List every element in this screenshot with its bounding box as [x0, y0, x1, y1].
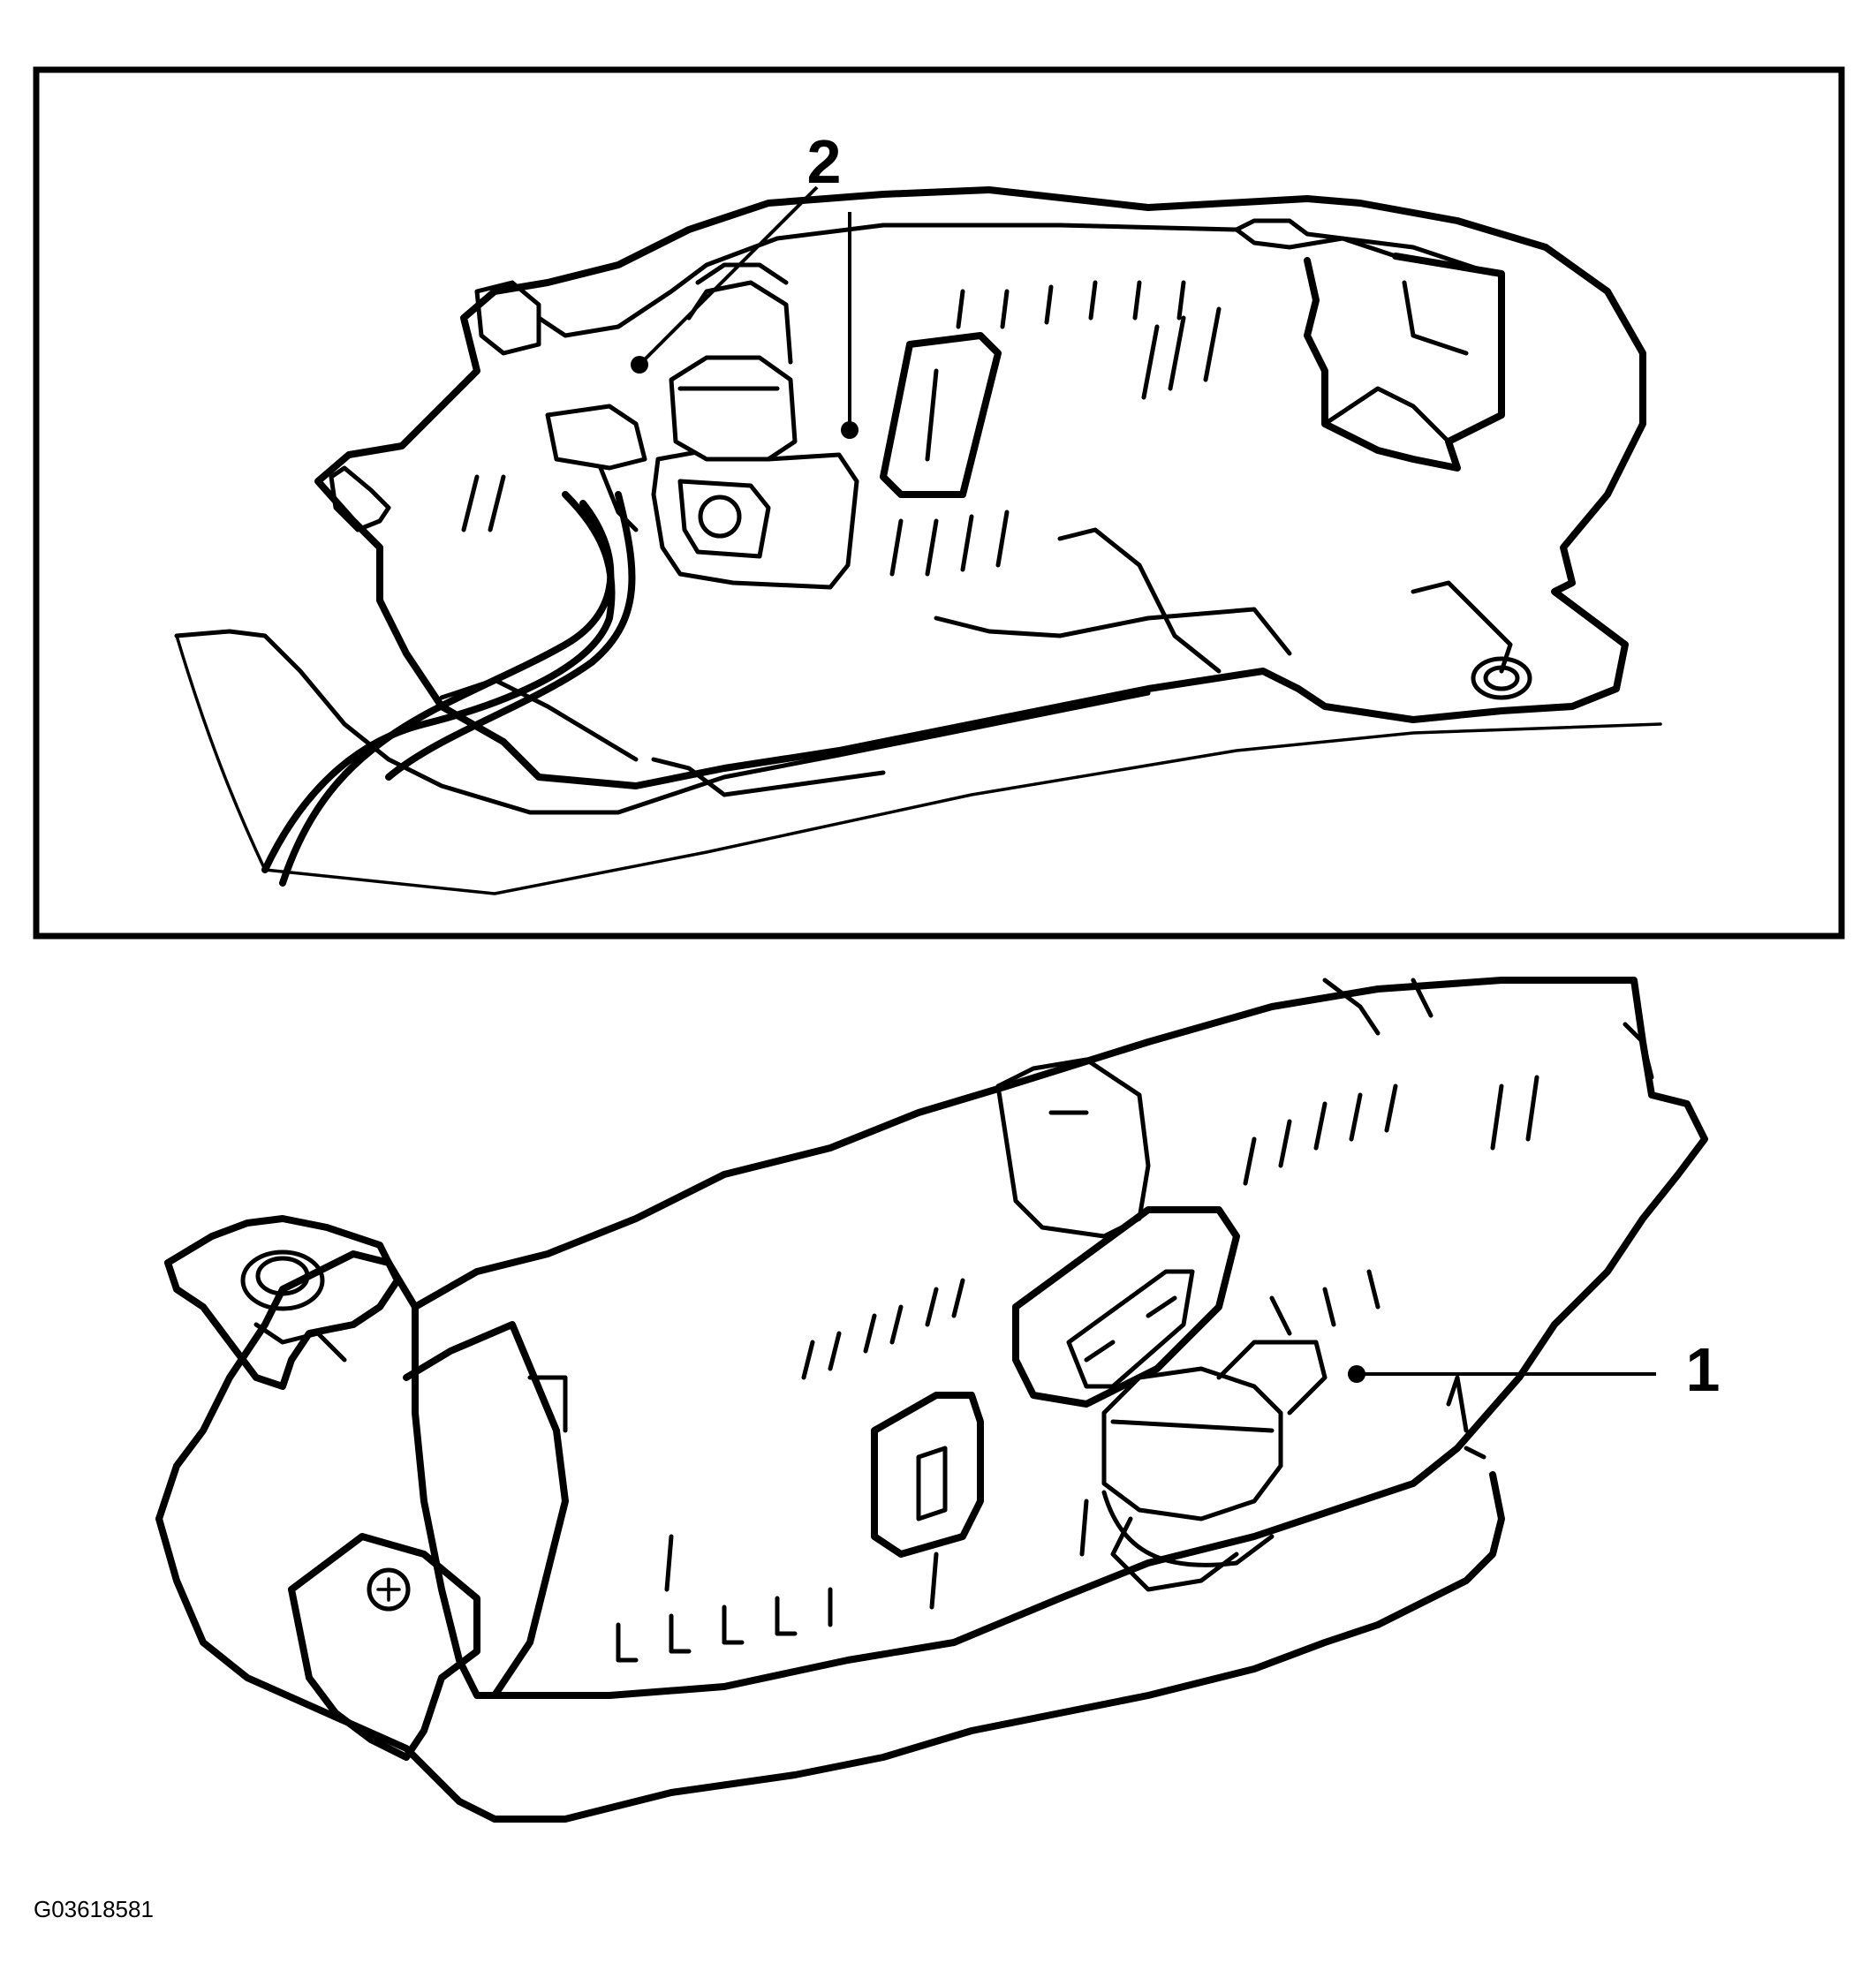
figure-id: G03618581: [34, 1896, 154, 1922]
callout-2-dot-left: [631, 356, 648, 374]
detail-view-panel: 2: [33, 66, 1845, 940]
instrument-cluster-side-view: 1: [155, 977, 1721, 1823]
callout-1-dot: [1348, 1365, 1365, 1383]
callout-2-leader-left: [638, 185, 819, 366]
callout-2-label: 2: [807, 127, 842, 196]
callout-2-dot-right: [841, 421, 859, 439]
callout-1-label: 1: [1686, 1335, 1721, 1404]
instrument-cluster-rear-view: 2: [174, 127, 1662, 895]
